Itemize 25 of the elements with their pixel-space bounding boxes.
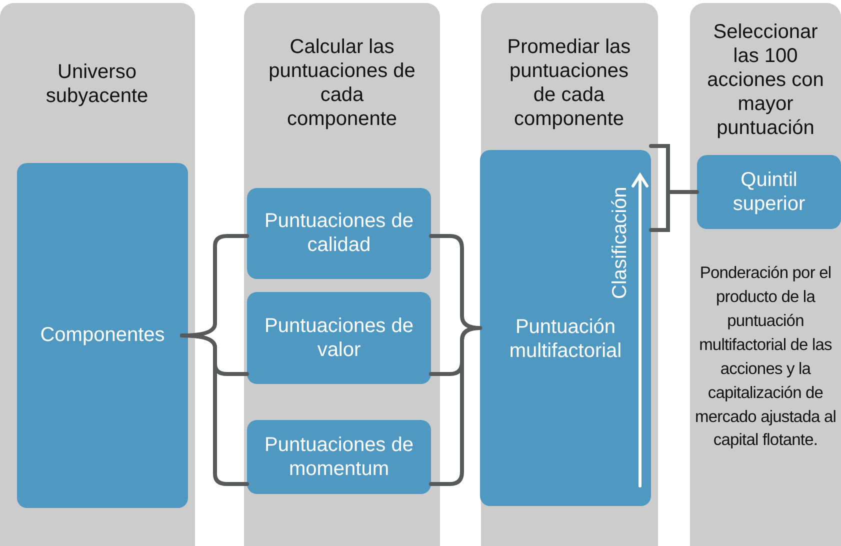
column-panel	[690, 3, 841, 546]
bracket-connector	[429, 326, 482, 486]
column-panel	[244, 3, 440, 546]
note-text: Ponderación por el producto de la puntuación multifactorial de las acciones y la capitalización de mercado ajustada al capital flotante.	[694, 263, 837, 452]
column-heading: Universo subyacente	[44, 60, 150, 108]
column-panel	[481, 3, 658, 546]
bracket-connector	[649, 144, 699, 232]
column-panel	[0, 3, 195, 546]
column-heading: Seleccionar las 100 acciones con mayor puntuación	[706, 20, 825, 140]
box-label: Puntuaciones de momentum	[263, 433, 414, 481]
box-label: Puntuación multifactorial	[508, 315, 623, 363]
box-label: Puntuaciones de calidad	[263, 209, 414, 257]
column-heading: Calcular las puntuaciones de cada componente	[268, 35, 416, 131]
box-label: Componentes	[39, 323, 166, 347]
process-box	[247, 188, 431, 279]
process-box	[17, 163, 188, 508]
process-box	[480, 150, 651, 506]
process-box	[247, 420, 431, 494]
box-label: Quintil superior	[732, 168, 806, 216]
process-box	[247, 292, 431, 384]
axis-label: Clasificación	[608, 186, 632, 299]
column-heading: Promediar las puntuaciones de cada componente	[506, 35, 632, 131]
box-label: Puntuaciones de valor	[263, 314, 414, 362]
process-box	[697, 155, 841, 229]
bracket-connector	[180, 334, 249, 486]
